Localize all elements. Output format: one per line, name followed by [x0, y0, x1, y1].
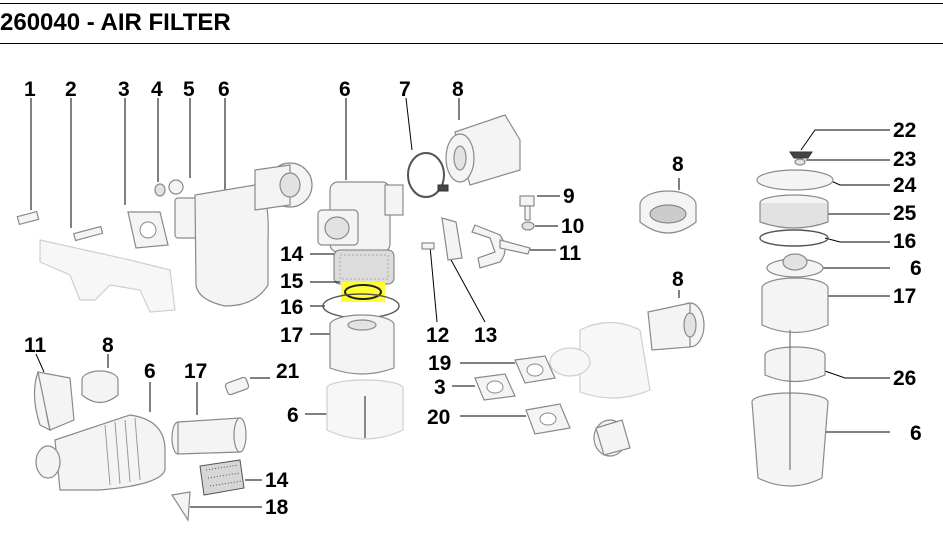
- part-12-screw[interactable]: [421, 242, 438, 323]
- callout-19: 19: [428, 352, 451, 375]
- part-6-bowl-right[interactable]: [751, 330, 890, 487]
- part-25-cyclone-ring[interactable]: [759, 194, 890, 229]
- part-22-wing-nut[interactable]: [789, 129, 890, 159]
- callout-labels: 1 2 3 4 5 6 6 7 8 8 9 10 11 12 13 14 15 …: [24, 78, 922, 519]
- part-7-hose-clamp[interactable]: [405, 97, 449, 198]
- part-manifold-pipe: [39, 239, 176, 313]
- part-8-precleaner-cap[interactable]: [81, 354, 119, 404]
- callout-16: 16: [893, 230, 916, 253]
- part-21-valve[interactable]: [224, 376, 270, 396]
- callout-25: 25: [893, 202, 917, 225]
- part-14-mesh-insert[interactable]: [199, 459, 262, 496]
- part-6-air-filter-horizontal[interactable]: [174, 98, 313, 307]
- callout-12: 12: [426, 324, 449, 347]
- part-23-washer[interactable]: [794, 158, 890, 166]
- part-ghost-housing-right: [549, 321, 651, 399]
- callout-16: 16: [280, 296, 303, 319]
- callout-11: 11: [559, 242, 582, 265]
- callout-24: 24: [893, 174, 917, 197]
- part-8-hose-top[interactable]: [445, 98, 521, 186]
- callout-6: 6: [144, 360, 156, 383]
- callout-3: 3: [118, 78, 130, 101]
- part-14-foam-prefilter[interactable]: [310, 249, 395, 285]
- callout-6: 6: [287, 404, 299, 427]
- part-26-baffle[interactable]: [764, 346, 890, 383]
- part-13-strap[interactable]: [441, 217, 486, 323]
- callout-9: 9: [563, 185, 575, 208]
- part-15-oring-highlighted[interactable]: [310, 281, 385, 302]
- part-8-precleaner[interactable]: [639, 178, 697, 234]
- callout-1: 1: [24, 78, 36, 101]
- part-6-filter-cup-center[interactable]: [305, 379, 404, 440]
- part-17-element-bottom[interactable]: [171, 382, 247, 455]
- callout-6: 6: [339, 78, 351, 101]
- callout-17: 17: [184, 360, 207, 383]
- part-5-nut[interactable]: [168, 98, 191, 195]
- part-6-filter-housing-top[interactable]: [317, 98, 404, 253]
- part-3-gasket[interactable]: [124, 98, 169, 249]
- part-9-bolt[interactable]: [519, 195, 560, 221]
- part-sleeve-right: [593, 419, 631, 457]
- part-17-filter-cartridge[interactable]: [310, 314, 395, 375]
- part-17-element-right[interactable]: [761, 277, 890, 334]
- callout-4: 4: [151, 78, 163, 101]
- callout-20: 20: [427, 406, 450, 429]
- callout-7: 7: [399, 78, 411, 101]
- callout-14: 14: [280, 243, 304, 266]
- part-19-gasket[interactable]: [460, 355, 556, 384]
- title-divider: [0, 43, 943, 44]
- top-border: [0, 3, 943, 4]
- callout-8: 8: [672, 153, 684, 176]
- part-1-bolt[interactable]: [16, 98, 40, 226]
- callout-14: 14: [265, 469, 289, 492]
- callout-26: 26: [893, 367, 916, 390]
- part-6-dome-right[interactable]: [766, 253, 890, 278]
- part-8-hose-right[interactable]: [647, 290, 705, 351]
- part-24-cover[interactable]: [756, 169, 890, 191]
- part-18-dust-valve[interactable]: [171, 491, 262, 522]
- callout-15: 15: [280, 270, 304, 293]
- callout-6: 6: [218, 78, 230, 101]
- callout-23: 23: [893, 148, 916, 171]
- callout-8: 8: [672, 268, 684, 291]
- part-11-bracket[interactable]: [471, 224, 556, 269]
- callout-3: 3: [434, 376, 446, 399]
- part-4-washer[interactable]: [154, 98, 166, 197]
- callout-17: 17: [280, 324, 303, 347]
- part-3-gasket-right[interactable]: [452, 373, 516, 401]
- callout-10: 10: [561, 215, 584, 238]
- callout-6: 6: [910, 422, 922, 445]
- callout-11: 11: [24, 334, 47, 357]
- part-6-filter-body-horizontal[interactable]: [35, 382, 166, 491]
- part-11-mount-band[interactable]: [33, 353, 75, 432]
- callout-2: 2: [65, 78, 77, 101]
- part-2-stud[interactable]: [70, 98, 104, 242]
- callout-18: 18: [265, 496, 289, 519]
- callout-22: 22: [893, 119, 916, 142]
- callout-17: 17: [893, 285, 916, 308]
- page-title: 260040 - AIR FILTER: [0, 9, 231, 36]
- callout-6: 6: [910, 257, 922, 280]
- callout-5: 5: [183, 78, 195, 101]
- part-10-washer[interactable]: [521, 221, 558, 231]
- part-20-gasket[interactable]: [460, 403, 571, 435]
- callout-8: 8: [102, 334, 114, 357]
- callout-21: 21: [276, 360, 300, 383]
- part-16-seal-right[interactable]: [759, 229, 890, 247]
- callout-8: 8: [452, 78, 464, 101]
- callout-13: 13: [474, 324, 497, 347]
